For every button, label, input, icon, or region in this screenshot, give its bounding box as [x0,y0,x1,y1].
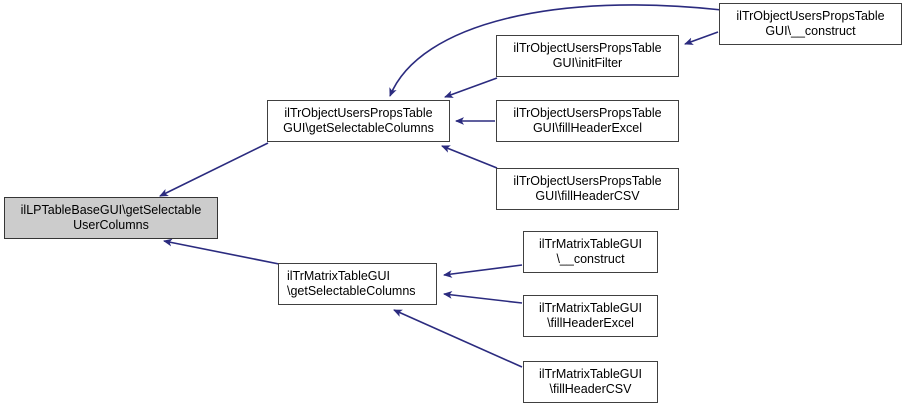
node-label: ilTrMatrixTableGUI \getSelectableColumns [287,269,416,298]
node-ilTrObjectUsersPropsTableGUI-initFilter[interactable]: ilTrObjectUsersPropsTable GUI\initFilter [496,35,679,77]
node-ilTrMatrixTableGUI-getSelectableColumns[interactable]: ilTrMatrixTableGUI \getSelectableColumns [278,263,437,305]
node-label: ilTrMatrixTableGUI \__construct [538,237,643,266]
node-ilTrMatrixTableGUI-construct[interactable]: ilTrMatrixTableGUI \__construct [523,231,658,273]
edge-objprops-fillheadercsv-to-getselectable [441,145,498,169]
node-label: ilLPTableBaseGUI\getSelectable UserColum… [20,203,202,232]
edge-objprops-construct-to-initfilter [684,31,719,45]
node-label: ilTrMatrixTableGUI \fillHeaderCSV [538,367,643,396]
node-ilTrMatrixTableGUI-fillHeaderCSV[interactable]: ilTrMatrixTableGUI \fillHeaderCSV [523,361,658,403]
node-label: ilTrMatrixTableGUI \fillHeaderExcel [538,301,643,330]
node-label: ilTrObjectUsersPropsTable GUI\fillHeader… [513,106,662,135]
node-ilTrObjectUsersPropsTableGUI-getSelectableColumns[interactable]: ilTrObjectUsersPropsTable GUI\getSelecta… [267,100,450,142]
node-label: ilTrObjectUsersPropsTable GUI\fillHeader… [513,174,662,203]
edge-objprops-initfilter-to-getselectable [444,77,498,98]
node-ilTrObjectUsersPropsTableGUI-fillHeaderExcel[interactable]: ilTrObjectUsersPropsTable GUI\fillHeader… [496,100,679,142]
edge-matrix-fillheadercsv-to-getselectable [393,309,523,368]
node-ilTrMatrixTableGUI-fillHeaderExcel[interactable]: ilTrMatrixTableGUI \fillHeaderExcel [523,295,658,337]
edge-matrix-getselectable-to-base [163,238,280,265]
node-ilLPTableBaseGUI-getSelectableUserColumns[interactable]: ilLPTableBaseGUI\getSelectable UserColum… [4,197,218,239]
node-label: ilTrObjectUsersPropsTable GUI\__construc… [736,9,885,38]
node-ilTrObjectUsersPropsTableGUI-construct[interactable]: ilTrObjectUsersPropsTable GUI\__construc… [719,3,902,45]
edge-matrix-fillheaderexcel-to-getselectable [443,291,523,304]
node-ilTrObjectUsersPropsTableGUI-fillHeaderCSV[interactable]: ilTrObjectUsersPropsTable GUI\fillHeader… [496,168,679,210]
node-label: ilTrObjectUsersPropsTable GUI\initFilter [513,41,662,70]
edge-matrix-construct-to-getselectable [443,264,523,278]
node-label: ilTrObjectUsersPropsTable GUI\getSelecta… [283,106,434,135]
edge-objprops-getselectable-to-base [159,142,269,197]
